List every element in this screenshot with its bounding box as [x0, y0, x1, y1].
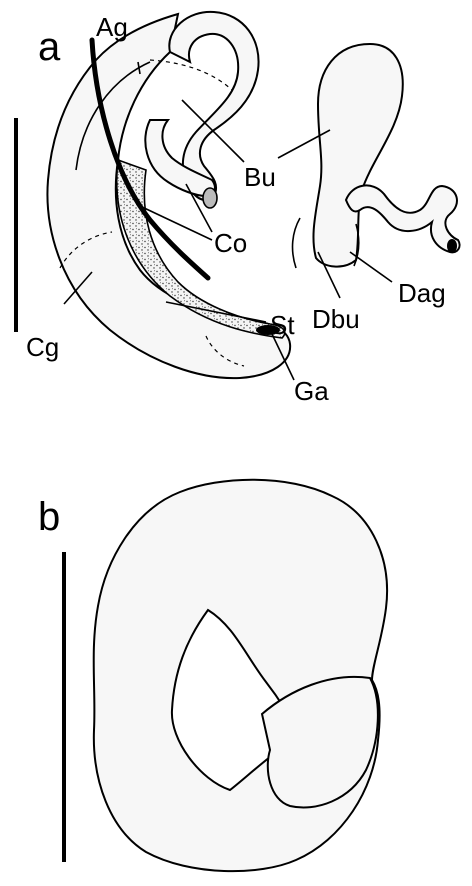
diverticulum-duct-end	[447, 239, 457, 253]
panel-b: b	[38, 480, 387, 871]
label-dbu: Dbu	[312, 304, 360, 334]
panel-b-letter: b	[38, 495, 60, 539]
diverticulum-duct-coil	[346, 185, 460, 252]
ring-shaped-organ	[94, 480, 387, 871]
leader-dag	[350, 252, 392, 282]
label-st: St	[270, 310, 295, 340]
label-dag: Dag	[398, 278, 446, 308]
panel-a-letter: a	[38, 25, 61, 69]
duct-opening	[203, 188, 217, 208]
label-ga: Ga	[294, 376, 329, 406]
label-co: Co	[214, 228, 247, 258]
label-cg: Cg	[26, 332, 59, 362]
bursa-duct-left-edge	[293, 218, 300, 268]
label-ag: Ag	[96, 12, 128, 42]
label-bu: Bu	[244, 162, 276, 192]
internal-dashed-line-2	[150, 60, 232, 90]
panel-a: a	[16, 12, 460, 406]
